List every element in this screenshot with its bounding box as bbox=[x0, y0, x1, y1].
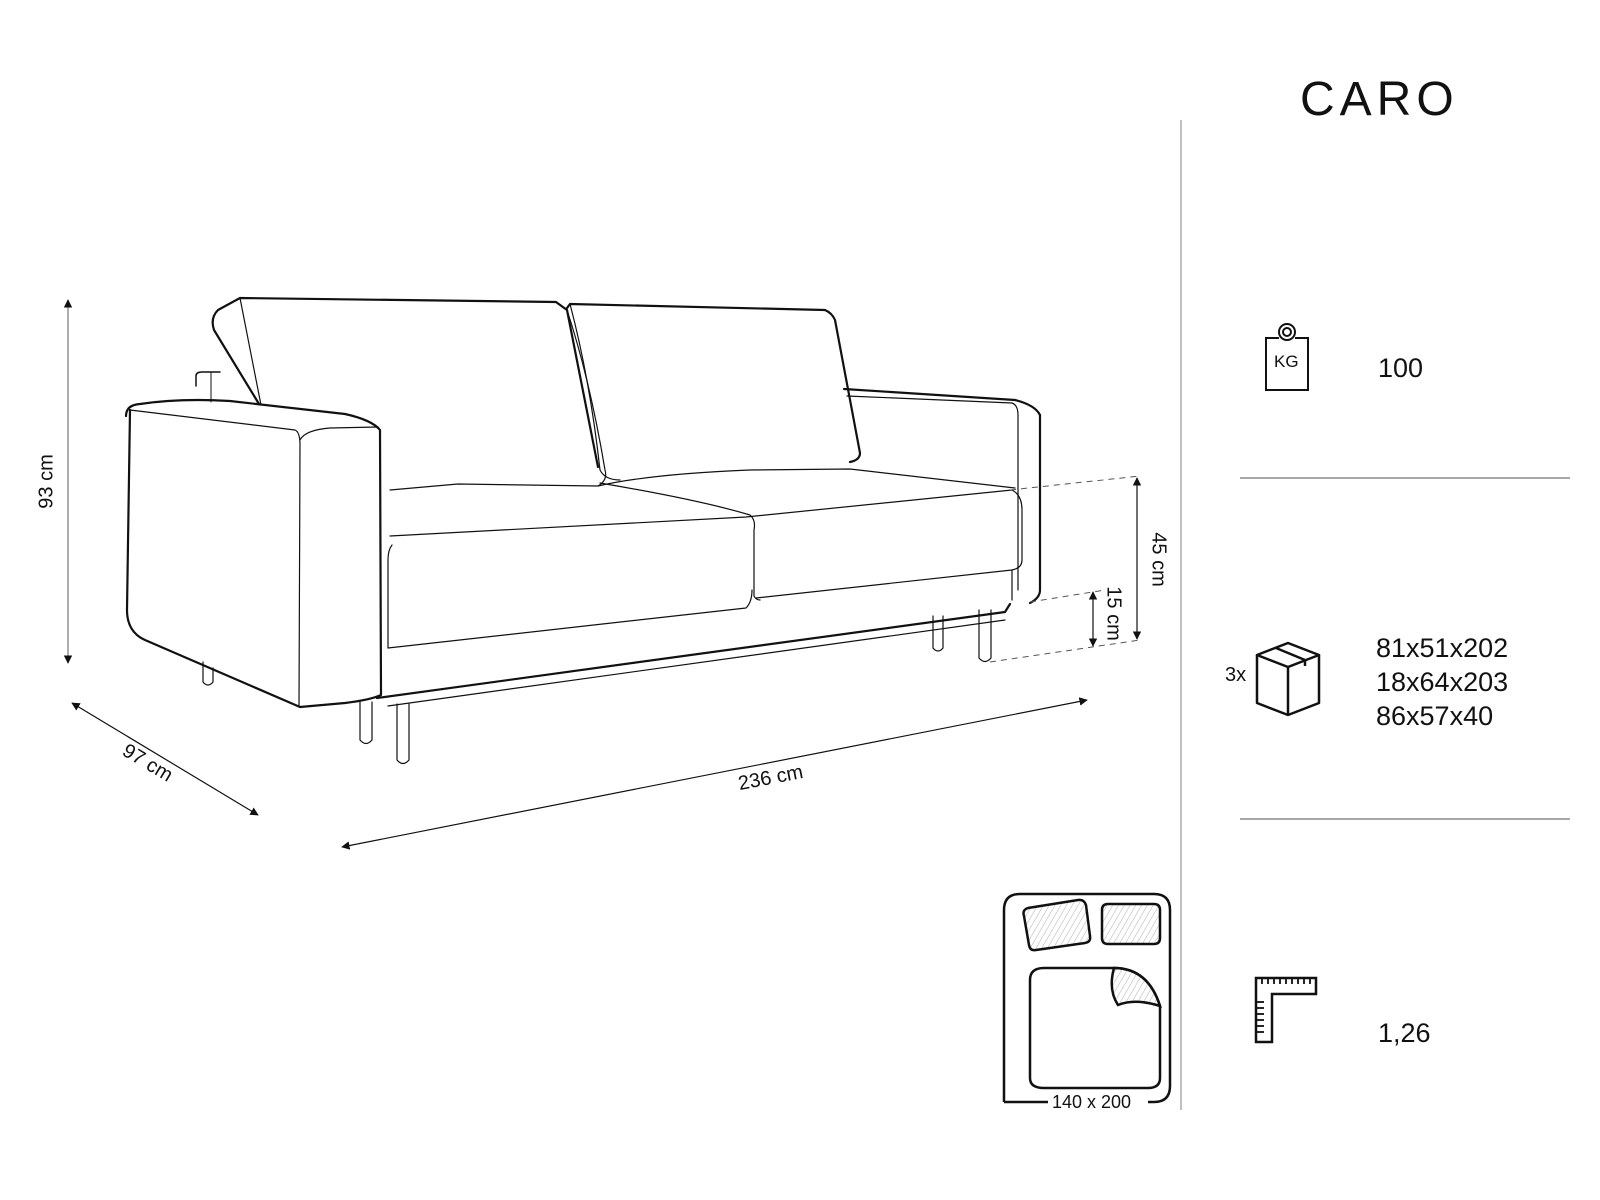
leg-height-dimension-label: 15 cm bbox=[1102, 586, 1125, 641]
package-count: 3x bbox=[1225, 664, 1247, 686]
vertical-divider bbox=[1180, 120, 1182, 1110]
package-dimension-1: 81x51x202 bbox=[1376, 633, 1509, 663]
weight-value: 100 bbox=[1378, 353, 1424, 383]
package-dimension-3: 86x57x40 bbox=[1376, 701, 1494, 731]
bed-icon bbox=[1002, 892, 1172, 1104]
weight-kg-icon bbox=[1265, 323, 1309, 391]
ruler-square-icon bbox=[1254, 976, 1318, 1044]
seat-height-dimension-label: 45 cm bbox=[1147, 532, 1170, 587]
package-dimension-2: 18x64x203 bbox=[1376, 667, 1509, 697]
sleeping-area-value: 140 x 200 bbox=[1048, 1092, 1136, 1113]
weight-icon-label: KG bbox=[1274, 352, 1299, 371]
horizontal-divider-2 bbox=[1240, 818, 1570, 820]
product-title: CARO bbox=[1300, 73, 1459, 126]
horizontal-divider-1 bbox=[1240, 477, 1570, 479]
height-dimension-label: 93 cm bbox=[35, 454, 58, 509]
volume-value: 1,26 bbox=[1378, 1018, 1431, 1048]
sofa-diagram bbox=[63, 296, 1142, 850]
box-icon bbox=[1255, 641, 1321, 717]
